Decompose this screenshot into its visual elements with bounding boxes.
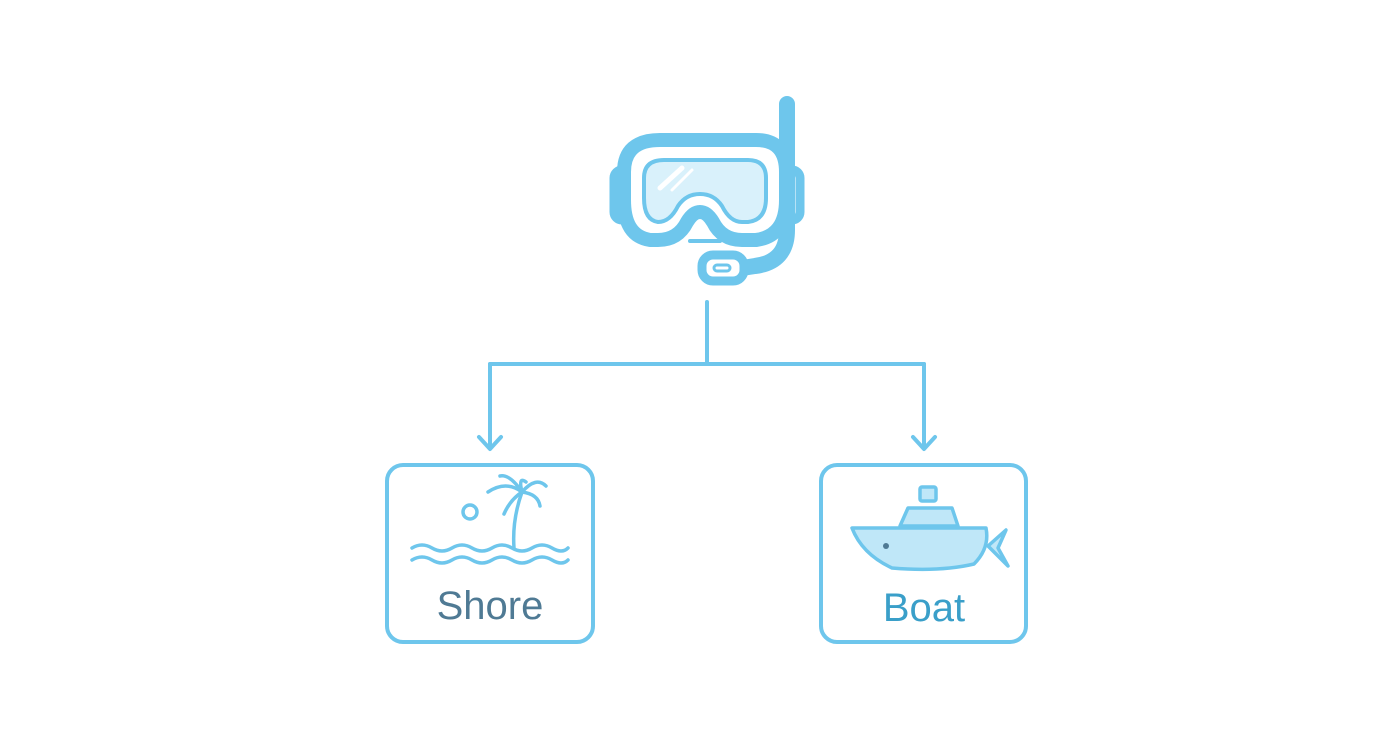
shore-label: Shore — [436, 584, 544, 628]
boat-label: Boat — [882, 586, 966, 630]
shore-node-box[interactable] — [385, 463, 595, 644]
snorkel-mask-icon — [609, 96, 805, 286]
beach-palm-icon — [410, 474, 570, 565]
boat-icon — [850, 485, 1010, 572]
shore-arrowhead — [477, 435, 503, 451]
connector-lines — [477, 300, 937, 451]
boat-arrowhead — [911, 435, 937, 451]
